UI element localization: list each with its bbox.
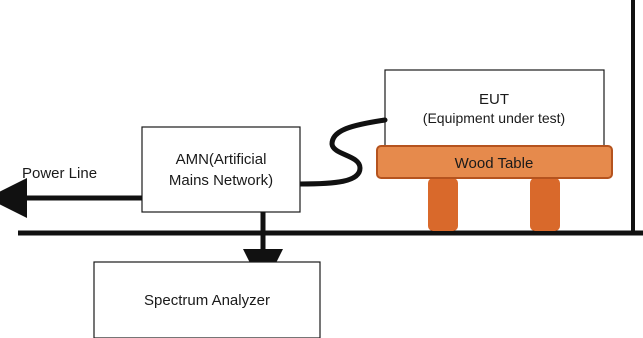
spectrum-analyzer-box [93, 261, 321, 338]
amn-label-line2: Mains Network) [169, 172, 273, 189]
amn-box [141, 126, 301, 213]
eut-box [384, 69, 605, 157]
spectrum-analyzer-label: Spectrum Analyzer [144, 292, 270, 309]
amn-label-line1: AMN(Artificial [176, 151, 267, 168]
wood-table-top [376, 145, 613, 179]
eut-subtitle: (Equipment under test) [423, 110, 565, 126]
table-leg-left [428, 178, 458, 231]
eut-title: EUT [479, 91, 509, 108]
wood-table-label: Wood Table [455, 155, 534, 172]
power-cable [297, 117, 388, 187]
table-leg-right [530, 178, 560, 231]
power-line-label: Power Line [22, 165, 97, 182]
wood-table-legs [428, 178, 560, 231]
